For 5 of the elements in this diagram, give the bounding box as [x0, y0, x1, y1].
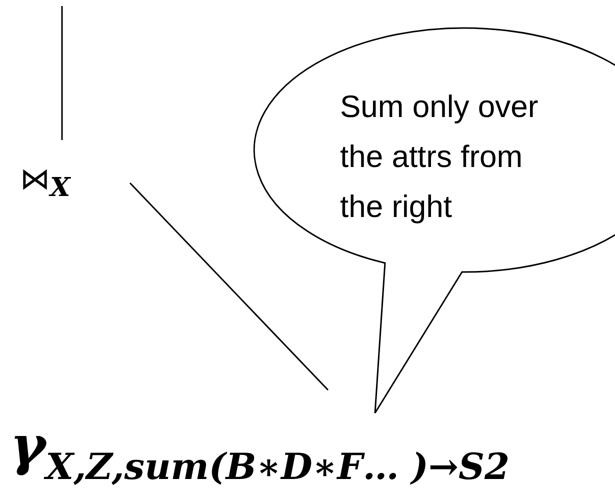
- join-operator: ⋈$_{X}$: [20, 161, 70, 200]
- callout-text: Sum only over the attrs from the right: [340, 88, 540, 226]
- connector-line: [61, 6, 63, 140]
- aggregation-formula: γ$_{X,Z,sum(B∗D∗F… )→S2}$: [10, 412, 510, 490]
- connector-line: [129, 182, 329, 391]
